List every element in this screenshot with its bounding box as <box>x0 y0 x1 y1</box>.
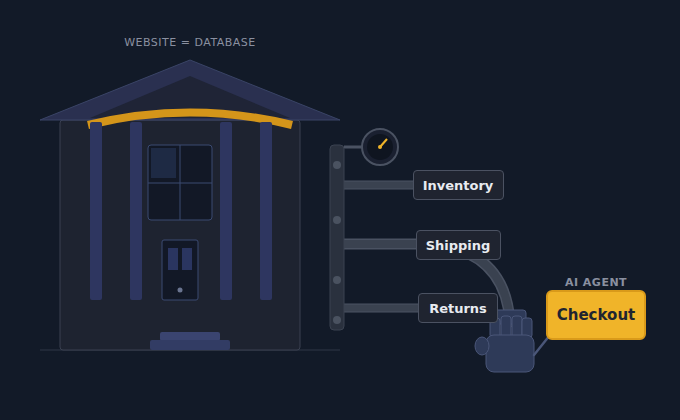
gauge <box>362 129 398 165</box>
columns <box>90 122 272 300</box>
gauge-face <box>367 134 393 160</box>
node-label: Shipping <box>426 238 491 253</box>
rail-bolts <box>333 161 341 324</box>
agent-box: AI AGENTCheckout <box>546 290 646 340</box>
step <box>160 332 220 341</box>
node-label: Returns <box>429 301 487 316</box>
node-label: Inventory <box>423 178 494 193</box>
returns-arm <box>340 304 422 312</box>
door-panel <box>182 248 192 270</box>
door-knob <box>178 288 183 293</box>
building-body <box>60 120 300 350</box>
step <box>150 340 230 350</box>
rail <box>330 145 344 330</box>
door <box>162 240 198 300</box>
node-heading: AI AGENT <box>565 276 627 289</box>
data-box: Inventory <box>413 170 504 200</box>
data-box: Shipping <box>416 230 501 260</box>
window-pane <box>151 148 176 178</box>
gauge-pivot <box>378 145 382 149</box>
node-label: Checkout <box>557 306 635 324</box>
window <box>148 145 212 220</box>
gauge-stem <box>344 146 362 149</box>
window-bar <box>148 183 212 184</box>
data-box: Returns <box>418 293 498 323</box>
door-panel <box>168 248 178 270</box>
inventory-arm <box>340 181 422 189</box>
caption-label: WEBSITE = DATABASE <box>124 36 256 49</box>
